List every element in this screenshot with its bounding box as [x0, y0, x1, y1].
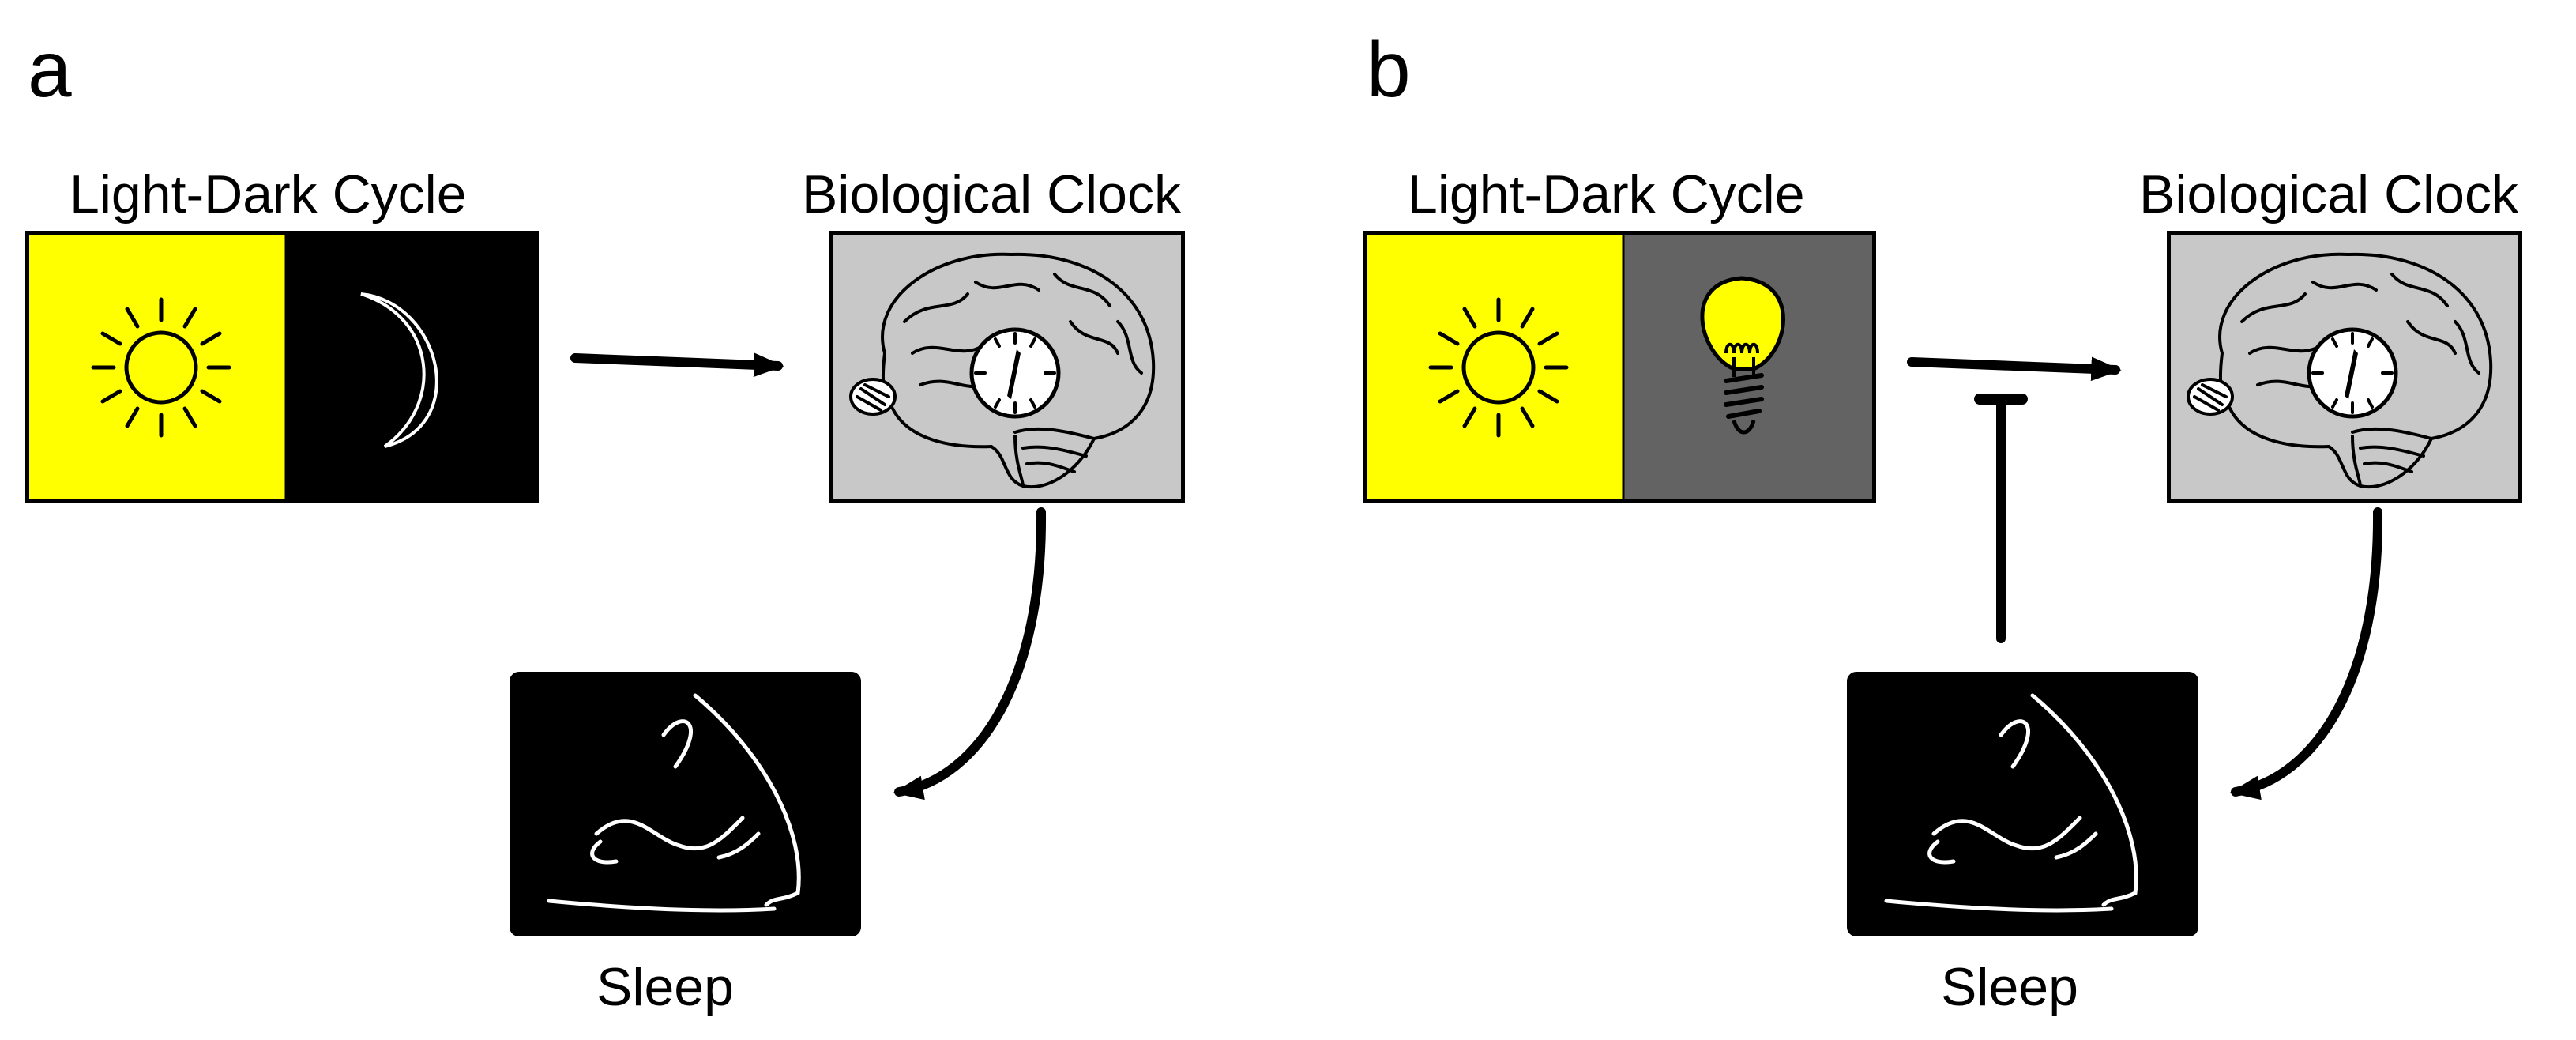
brain-icon	[849, 252, 1156, 489]
panel-b-letter: b	[1367, 25, 1411, 114]
panel-a-letter: a	[28, 25, 72, 114]
panel-b-sleep-box	[1847, 672, 2198, 936]
panel-b-arrow-light-to-clock	[1907, 356, 2122, 382]
lightbulb-icon	[1700, 276, 1785, 435]
panel-a-arrow-light-to-clock	[570, 352, 784, 378]
moon-icon	[360, 292, 438, 448]
panel-b-clock-label: Biological Clock	[2139, 164, 2518, 224]
panel-b-clock-box	[2167, 231, 2522, 503]
panel-a-clock-box	[829, 231, 1185, 503]
sleeping-figure-icon	[547, 693, 801, 913]
panel-a-sleep-box	[510, 672, 861, 936]
panel-a-sleep-label: Sleep	[596, 957, 734, 1017]
light-phase	[1367, 235, 1623, 499]
panel-b-sleep-label: Sleep	[1941, 957, 2078, 1017]
clock-icon	[2307, 327, 2398, 419]
light-phase	[29, 235, 286, 499]
panel-b-light-dark-box	[1363, 231, 1876, 503]
panel-b-light-dark-label: Light-Dark Cycle	[1408, 164, 1805, 224]
panel-a-light-dark-label: Light-Dark Cycle	[70, 164, 467, 224]
sun-icon	[1428, 297, 1569, 438]
sleeping-figure-icon	[1884, 693, 2138, 913]
brain-icon	[2187, 252, 2493, 489]
clock-icon	[969, 327, 1061, 419]
panel-b-arrow-clock-to-sleep	[2229, 507, 2383, 801]
panel-a-clock-label: Biological Clock	[802, 164, 1181, 224]
dark-phase	[286, 235, 535, 499]
panel-a-arrow-clock-to-sleep	[893, 507, 1047, 801]
sun-icon	[91, 297, 231, 438]
panel-a-light-dark-box	[25, 231, 539, 503]
